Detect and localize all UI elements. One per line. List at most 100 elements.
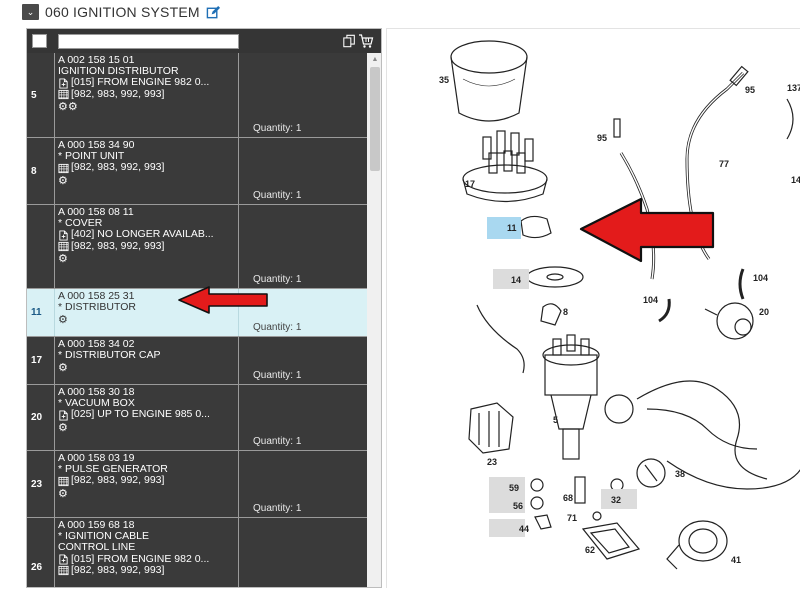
note-line: [025] UP TO ENGINE 985 0...: [58, 409, 238, 420]
part-note: [402] NO LONGER AVAILAB...: [71, 229, 214, 241]
quantity-cell: Quantity: 1: [239, 274, 367, 285]
quantity-cell: Quantity: 1: [239, 503, 367, 514]
calendar-grid-icon: [58, 89, 69, 99]
callout-label: 71: [567, 513, 577, 523]
select-all-checkbox[interactable]: [32, 34, 47, 48]
callout-label: 38: [675, 469, 685, 479]
table-row[interactable]: 17 A 000 158 34 02 * DISTRIBUTOR CAP ⚙ Q…: [27, 337, 367, 385]
models-line: [982, 983, 992, 993]: [58, 89, 238, 100]
note-doc-icon: [59, 229, 68, 241]
callout-label: 32: [611, 495, 621, 505]
parts-scrollbar[interactable]: ▲: [367, 53, 381, 587]
part-note: [015] FROM ENGINE 982 0...: [71, 553, 210, 565]
settings-icon[interactable]: ⚙: [58, 421, 68, 434]
calendar-grid-icon: [58, 565, 69, 575]
row-position: 26: [27, 518, 55, 587]
callout-label: 95: [597, 133, 607, 143]
filter-input[interactable]: [58, 34, 239, 49]
calendar-grid-icon: [58, 163, 69, 173]
row-description: A 000 158 08 11 * COVER [402] NO LONGER …: [55, 205, 239, 288]
quantity-label: Quantity:: [253, 436, 294, 447]
callout-label: 11: [507, 223, 517, 233]
callout-label: 20: [759, 307, 769, 317]
quantity-cell: Quantity: 1: [239, 436, 367, 447]
callout-label: 56: [513, 501, 523, 511]
row-description: A 000 158 34 02 * DISTRIBUTOR CAP ⚙: [55, 337, 239, 384]
model-list: [982, 983, 992, 993]: [71, 88, 165, 100]
parts-list-panel: 5 A 002 158 15 01 IGNITION DISTRIBUTOR […: [26, 28, 382, 588]
table-row[interactable]: 23 A 000 158 03 19 * PULSE GENERATOR [98…: [27, 451, 367, 518]
models-line: [982, 983, 992, 993]: [58, 565, 238, 576]
callout-highlight-selected: [487, 217, 521, 239]
callout-label: 35: [439, 75, 449, 85]
part-name: * POINT UNIT: [58, 151, 125, 163]
quantity-value: 1: [295, 370, 302, 381]
settings-icon[interactable]: ⚙: [58, 314, 68, 327]
row-position: 8: [27, 138, 55, 204]
quantity-value: 1: [295, 503, 302, 514]
parts-toolbar: [27, 29, 381, 53]
callout-label: 8: [563, 307, 568, 317]
quantity-cell: Quantity: 1: [239, 322, 367, 333]
row-position: 23: [27, 451, 55, 517]
row-position: [27, 205, 55, 288]
part-number: A 000 158 03 19: [58, 453, 135, 464]
part-name: * VACUUM BOX: [58, 398, 135, 410]
exploded-diagram[interactable]: 35 95 137 17 95 77 14 11 14 104 104 8 20…: [386, 28, 800, 588]
callout-label: 5: [553, 415, 558, 425]
callout-label: 77: [719, 159, 729, 169]
edit-icon[interactable]: [206, 5, 221, 20]
settings-icon[interactable]: ⚙: [58, 362, 68, 375]
row-description: A 000 158 30 18 * VACUUM BOX [025] UP TO…: [55, 385, 239, 450]
callout-label: 44: [519, 524, 529, 534]
note-line: [015] FROM ENGINE 982 0...: [58, 77, 238, 88]
callout-label: 23: [487, 457, 497, 467]
quantity-cell: Quantity: 1: [239, 190, 367, 201]
settings-icon[interactable]: ⚙: [58, 487, 68, 500]
settings-icon[interactable]: ⚙: [58, 252, 68, 265]
part-number: A 000 158 08 11: [58, 207, 134, 218]
section-header: ⌄ 060 IGNITION SYSTEM: [22, 3, 221, 21]
parts-rows: 5 A 002 158 15 01 IGNITION DISTRIBUTOR […: [27, 53, 367, 587]
collapse-section-button[interactable]: ⌄: [22, 4, 39, 20]
cart-icon[interactable]: [358, 33, 374, 49]
models-line: [982, 983, 992, 993]: [58, 475, 238, 486]
callout-label: 62: [585, 545, 595, 555]
callout-label: 104: [643, 295, 658, 305]
table-row[interactable]: 5 A 002 158 15 01 IGNITION DISTRIBUTOR […: [27, 53, 367, 138]
row-description: A 000 158 25 31 * DISTRIBUTOR ⚙: [55, 289, 239, 336]
callout-label: 95: [745, 85, 755, 95]
callout-label: 14: [791, 175, 800, 185]
callout-label: 17: [465, 179, 475, 189]
quantity-value: 1: [295, 123, 302, 134]
chevron-down-icon: ⌄: [26, 6, 35, 17]
scroll-thumb[interactable]: [370, 67, 380, 171]
quantity-value: 1: [295, 436, 302, 447]
row-description: A 000 158 34 90 * POINT UNIT [982, 983, …: [55, 138, 239, 204]
scroll-up-icon[interactable]: ▲: [371, 55, 379, 63]
part-name: * PULSE GENERATOR: [58, 464, 168, 476]
red-arrow-annotation: [579, 197, 715, 263]
table-row[interactable]: A 000 158 08 11 * COVER [402] NO LONGER …: [27, 205, 367, 289]
engine-settings-icon[interactable]: ⚙⚙: [58, 100, 78, 113]
part-name: IGNITION DISTRIBUTOR: [58, 66, 179, 78]
table-row[interactable]: 26 A 000 159 68 18 * IGNITION CABLE CONT…: [27, 518, 367, 587]
models-line: [982, 983, 992, 993]: [58, 241, 238, 252]
table-row[interactable]: 8 A 000 158 34 90 * POINT UNIT [982, 983…: [27, 138, 367, 205]
copy-icon[interactable]: [342, 34, 357, 48]
quantity-cell: Quantity: 1: [239, 123, 367, 134]
row-description: A 000 158 03 19 * PULSE GENERATOR [982, …: [55, 451, 239, 517]
settings-icon[interactable]: ⚙: [58, 174, 68, 187]
model-list: [982, 983, 992, 993]: [71, 564, 165, 576]
callout-label: 68: [563, 493, 573, 503]
quantity-value: 1: [295, 274, 302, 285]
diagram-canvas: 35 95 137 17 95 77 14 11 14 104 104 8 20…: [439, 40, 800, 570]
quantity-label: Quantity:: [253, 322, 294, 333]
quantity-label: Quantity:: [253, 123, 294, 134]
table-row[interactable]: 20 A 000 158 30 18 * VACUUM BOX [025] UP…: [27, 385, 367, 451]
callout-label: 59: [509, 483, 519, 493]
model-list: [982, 983, 992, 993]: [71, 475, 165, 487]
quantity-label: Quantity:: [253, 370, 294, 381]
callout-label: 41: [731, 555, 741, 565]
row-description: A 002 158 15 01 IGNITION DISTRIBUTOR [01…: [55, 53, 239, 137]
